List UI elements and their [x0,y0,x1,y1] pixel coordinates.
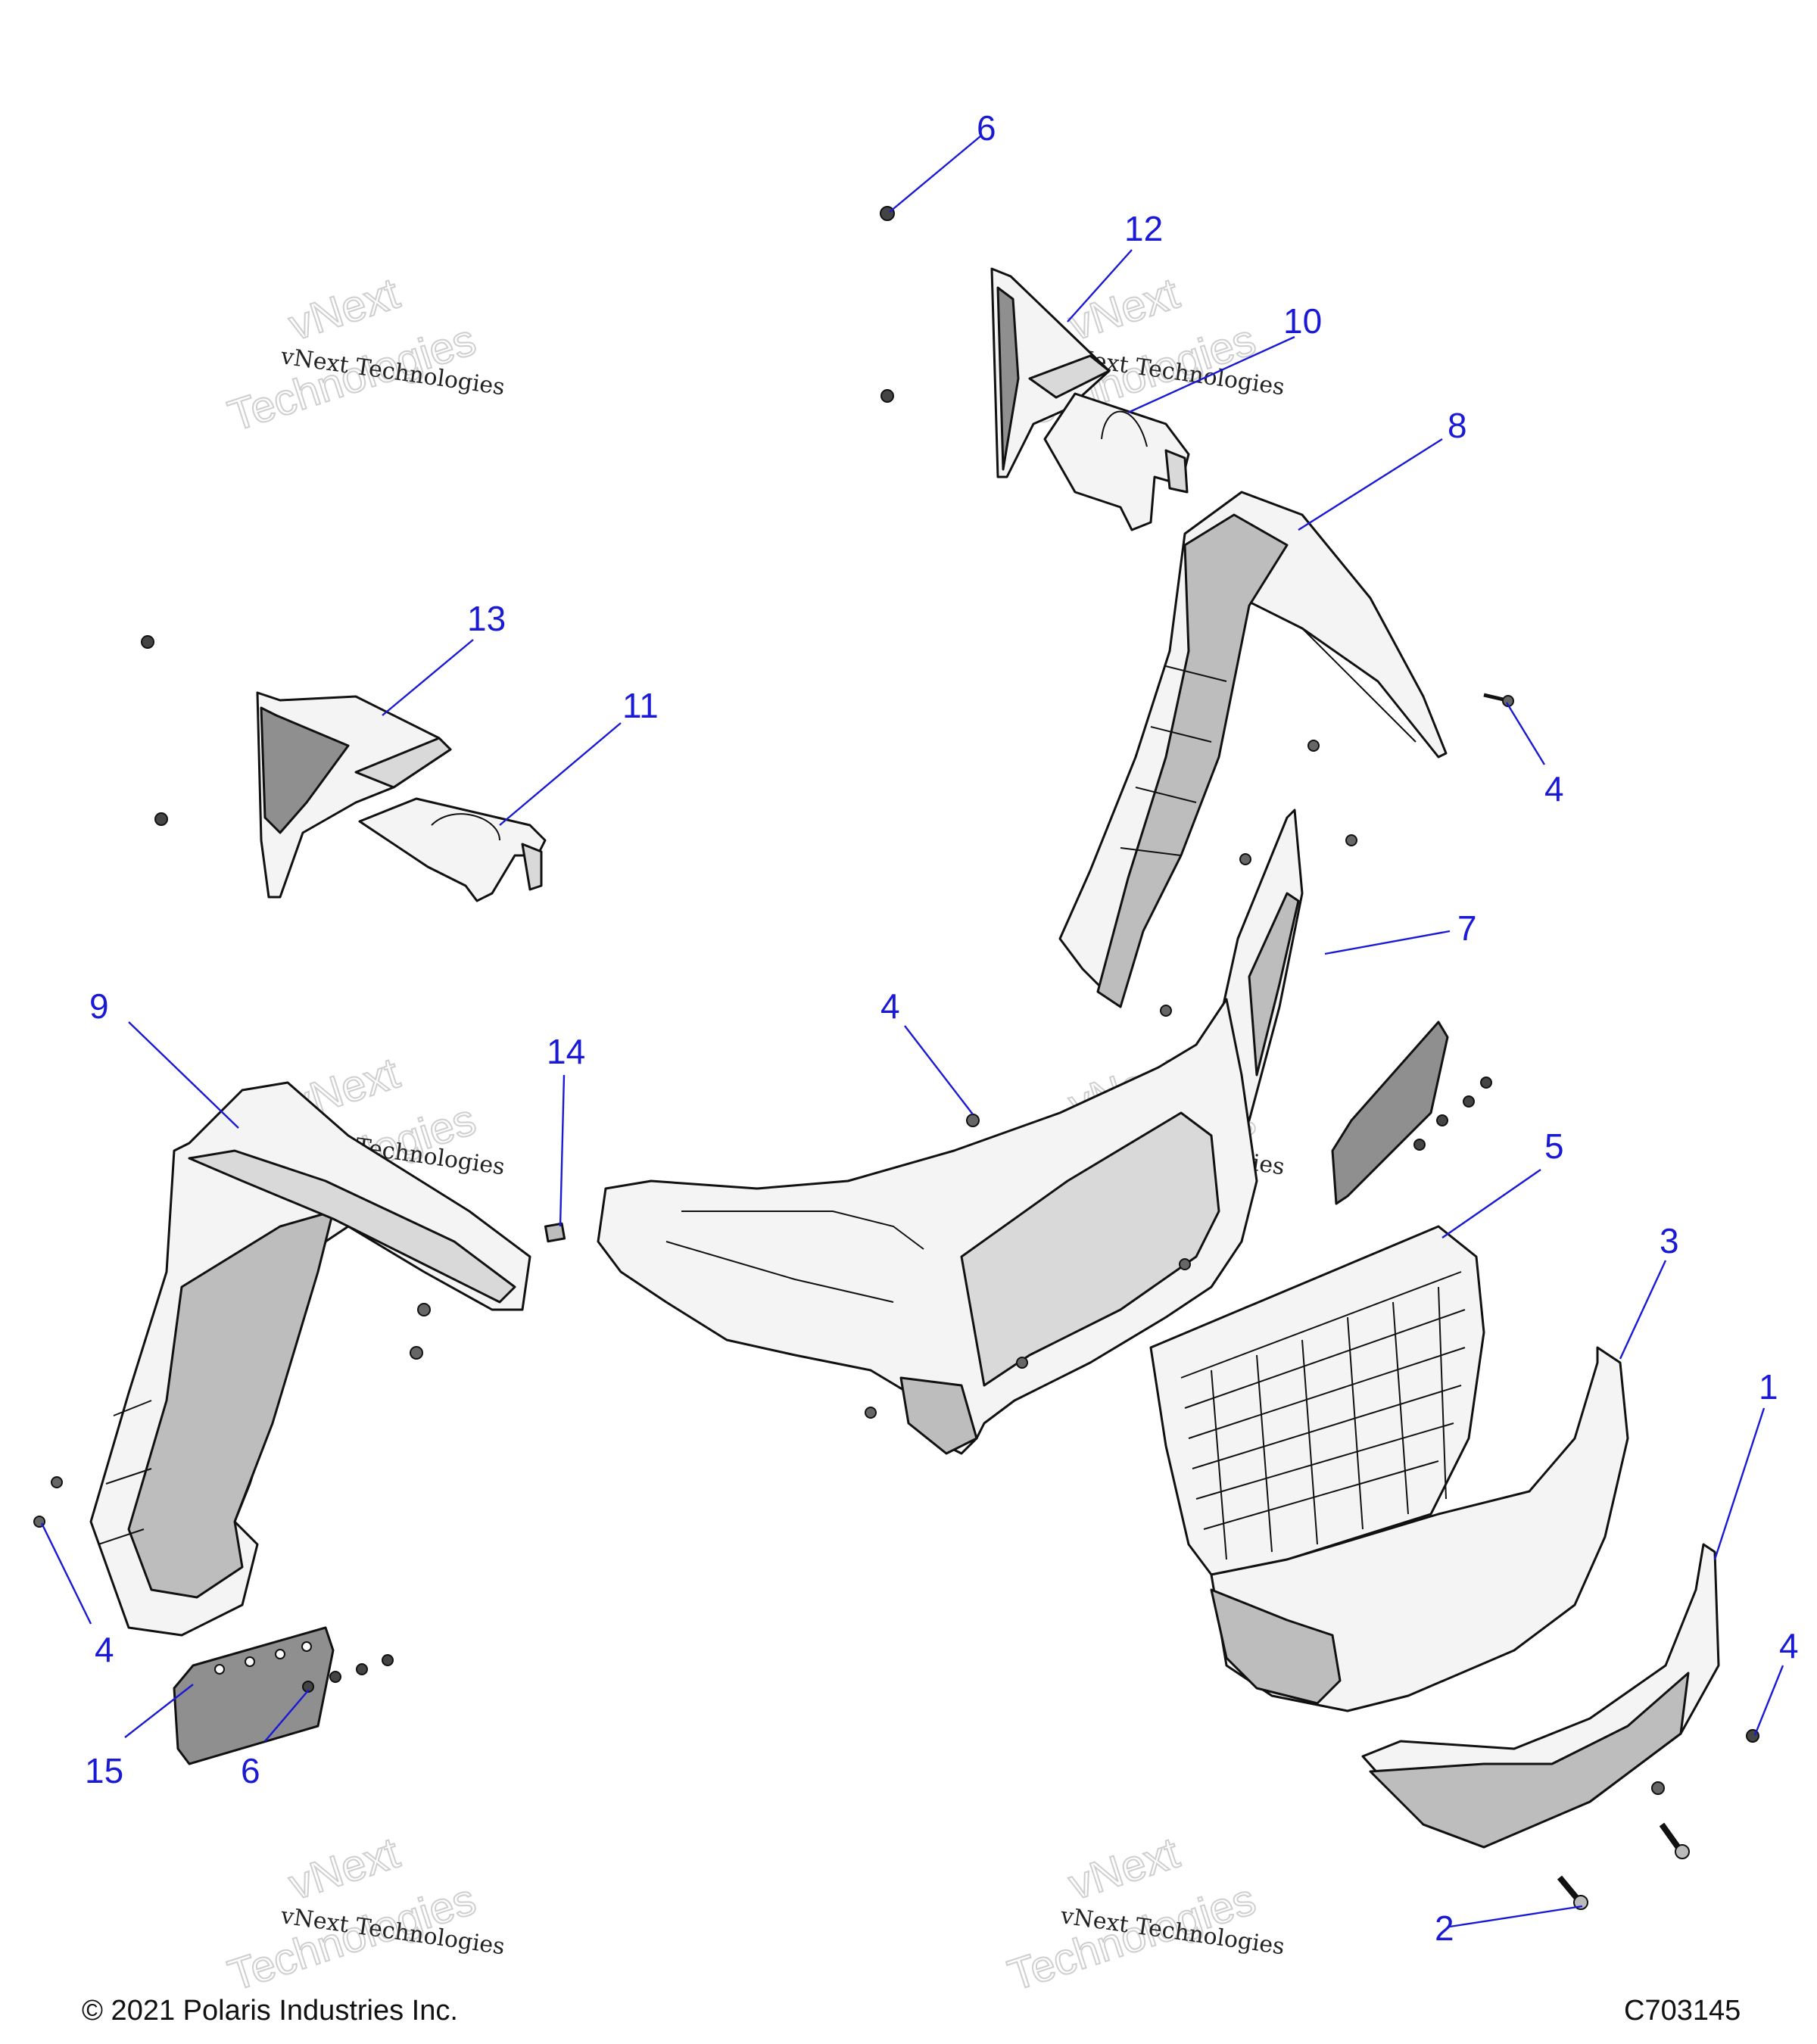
front-frame [597,998,1258,1455]
callout-15: 15 [85,1751,123,1790]
screw [880,389,894,403]
screw [329,1671,341,1683]
screw [1651,1781,1665,1795]
watermark-bottom-right: vNext Technologies vNext Technologies [1002,1827,1286,2002]
part-11-plate [358,797,547,902]
screw [51,1476,63,1488]
part-13-bracket [256,691,452,899]
callout-14: 14 [547,1032,585,1071]
callout-10: 10 [1283,301,1322,341]
screw [417,1303,431,1316]
diagram-code: C703145 [1624,1995,1741,2027]
part-9-fender-left [89,1081,531,1637]
screw [1436,1114,1448,1126]
callout-labels: 6 12 10 8 13 11 4 9 14 4 7 5 3 1 4 4 15 … [85,108,1799,1948]
callout-1: 1 [1759,1367,1778,1407]
callout-13: 13 [467,599,506,638]
screw [1463,1095,1475,1108]
screw [1345,834,1357,846]
screw [141,635,154,649]
callout-2: 2 [1435,1908,1454,1948]
callout-3: 3 [1660,1221,1679,1260]
screw [1160,1005,1172,1017]
callout-8: 8 [1448,406,1467,445]
screw [966,1114,980,1127]
screw [1480,1077,1492,1089]
bolt [1659,1822,1690,1859]
bolt [1557,1875,1588,1910]
screw [865,1407,877,1419]
callout-6-bottom: 6 [241,1751,260,1790]
watermark-top-left: vNext Technologies vNext Technologies [222,268,506,442]
screw [1239,853,1251,865]
part-5-grille [1149,1225,1485,1576]
callout-6-top: 6 [977,108,996,148]
leader-lines [40,136,1784,1928]
screw [1307,740,1320,752]
mudflap-right [1331,1020,1449,1205]
callout-4-right-fender: 4 [1544,769,1564,809]
watermark-vnext: vNext [283,269,405,351]
callout-7: 7 [1457,908,1477,948]
callout-4-far-right: 4 [1779,1626,1799,1665]
callout-12: 12 [1124,209,1163,248]
callout-11: 11 [622,686,659,725]
part-12-bracket [990,267,1111,478]
part-14-clip [544,1222,566,1243]
screw [356,1663,368,1675]
callout-5: 5 [1544,1126,1564,1166]
screw [1179,1258,1191,1270]
screw [1413,1139,1426,1151]
watermark-bottom-left: vNext Technologies vNext Technologies [222,1827,506,2002]
fasteners [33,206,1759,1910]
screw [410,1346,423,1360]
watermark-vnext: vNext [1063,1828,1185,1910]
part-3-bumper [1210,1346,1629,1712]
screw [154,812,168,826]
callout-9: 9 [89,986,109,1026]
screw [1016,1357,1028,1369]
part-10-plate [1043,392,1190,531]
part-15-mudflap-left [173,1626,335,1765]
screw [1483,693,1514,707]
copyright-text: © 2021 Polaris Industries Inc. [82,1995,458,2027]
watermark-vnext: vNext [1063,269,1185,351]
part-1-skid-plate [1361,1543,1720,1849]
watermark-vnext: vNext [283,1828,405,1910]
screw [382,1654,394,1666]
callout-4-center: 4 [880,986,900,1026]
callout-4-left: 4 [95,1630,114,1669]
part-8-fender-right [1058,491,1448,1008]
